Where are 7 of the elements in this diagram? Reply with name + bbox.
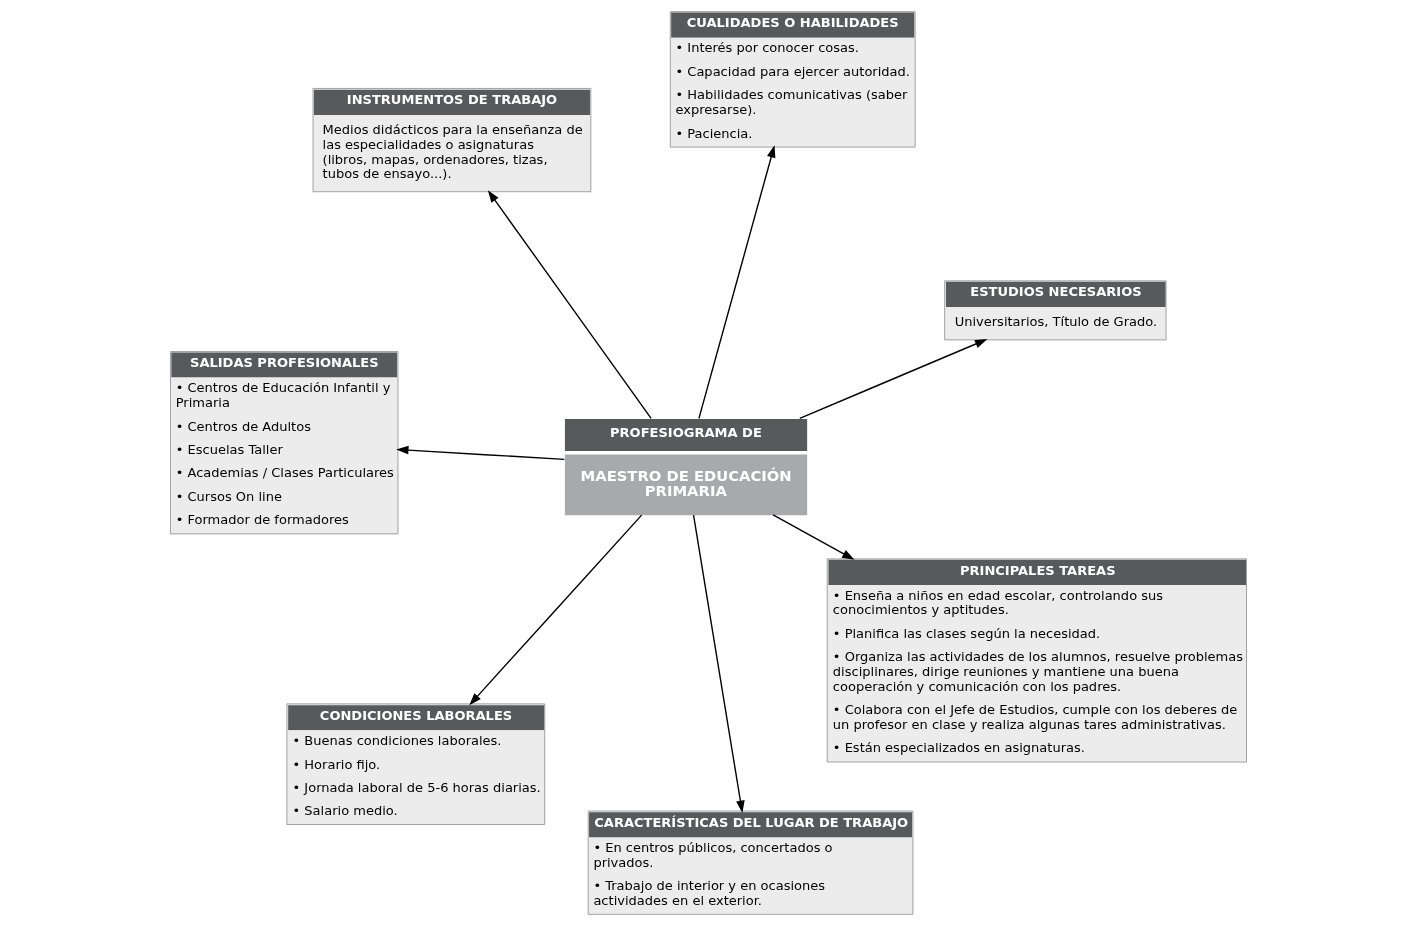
arrow bbox=[772, 514, 855, 560]
arrow bbox=[487, 190, 652, 420]
arrow bbox=[698, 145, 776, 420]
arrow bbox=[692, 514, 745, 813]
arrow bbox=[799, 339, 988, 420]
arrow bbox=[469, 514, 643, 706]
arrow bbox=[396, 445, 566, 461]
